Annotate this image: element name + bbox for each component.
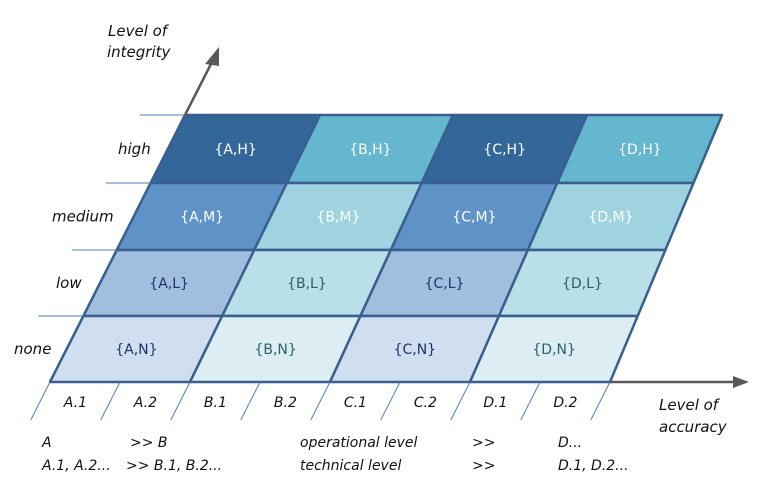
vertical-axis-title-line2: integrity (107, 43, 172, 61)
integrity-level-none: none (14, 340, 51, 358)
cell-label: {A,N} (115, 342, 157, 358)
legend-r2-c4: >> (472, 458, 495, 474)
accuracy-axis-arrowhead-icon (733, 376, 749, 388)
cell-label: {B,L} (287, 276, 327, 292)
column-tick (100, 381, 121, 421)
axes (183, 47, 749, 388)
integrity-level-high: high (118, 140, 151, 158)
integrity-level-medium: medium (52, 208, 114, 226)
legend-r1-c1: A (41, 435, 52, 451)
cell-label: {B,H} (349, 142, 391, 158)
cell-label: {C,H} (483, 142, 526, 158)
column-tick (240, 381, 261, 421)
legend-r2-c2: >> B.1, B.2... (126, 458, 222, 474)
horizontal-axis-title-line2: accuracy (659, 418, 728, 436)
integrity-axis-line (183, 61, 214, 116)
labels: {A,H} {B,H} {C,H} {D,H} {A,M} {B,M} {C,M} {D,M}… (14, 140, 662, 411)
legend-r1-c5: D... (558, 435, 582, 451)
guide-ticks (30, 114, 611, 421)
column-tick (170, 381, 191, 421)
accuracy-sublevel-A.1: A.1 (63, 395, 87, 411)
column-tick (520, 381, 541, 421)
legend-r1-c2: >> B (130, 435, 168, 451)
legend-r1-c4: >> (472, 435, 495, 451)
accuracy-sublevel-B.2: B.2 (274, 395, 297, 411)
legend-r1-c3: operational level (300, 435, 418, 451)
integrity-axis-arrowhead-icon (205, 47, 219, 66)
accuracy-sublevel-A.2: A.2 (133, 395, 157, 411)
accuracy-sublevel-D.2: D.2 (553, 395, 577, 411)
cell-label: {A,L} (149, 276, 189, 292)
integrity-level-low: low (56, 274, 82, 292)
cell-label: {B,M} (316, 210, 360, 226)
cell-label: {B,N} (254, 342, 296, 358)
horizontal-axis-title-line1: Level of (659, 396, 721, 414)
column-tick (450, 381, 471, 421)
accuracy-sublevel-B.1: B.1 (204, 395, 227, 411)
column-tick (30, 381, 51, 421)
legend-r2-c3: technical level (300, 458, 401, 474)
cell-label: {C,N} (394, 342, 437, 358)
cell-label: {C,L} (425, 276, 465, 292)
legend-r2-c5: D.1, D.2... (558, 458, 629, 474)
cell-label: {D,H} (618, 142, 662, 158)
column-tick (310, 381, 331, 421)
cell-label: {D,M} (588, 210, 633, 226)
accuracy-sublevel-D.1: D.1 (483, 395, 507, 411)
cell-label: {D,L} (562, 276, 603, 292)
cell-label: {A,H} (214, 142, 256, 158)
vertical-axis-title-line1: Level of (108, 22, 170, 40)
column-tick (380, 381, 401, 421)
legend: A >> B operational level >> D... A.1, A.… (41, 435, 629, 474)
legend-r2-c1: A.1, A.2... (41, 458, 111, 474)
cell-label: {A,M} (180, 210, 224, 226)
accuracy-sublevel-C.2: C.2 (414, 395, 437, 411)
column-tick (590, 381, 611, 421)
accuracy-sublevel-C.1: C.1 (344, 395, 367, 411)
cell-label: {C,M} (452, 210, 496, 226)
grid-cells (48, 113, 724, 384)
cell-label: {D,N} (532, 342, 576, 358)
